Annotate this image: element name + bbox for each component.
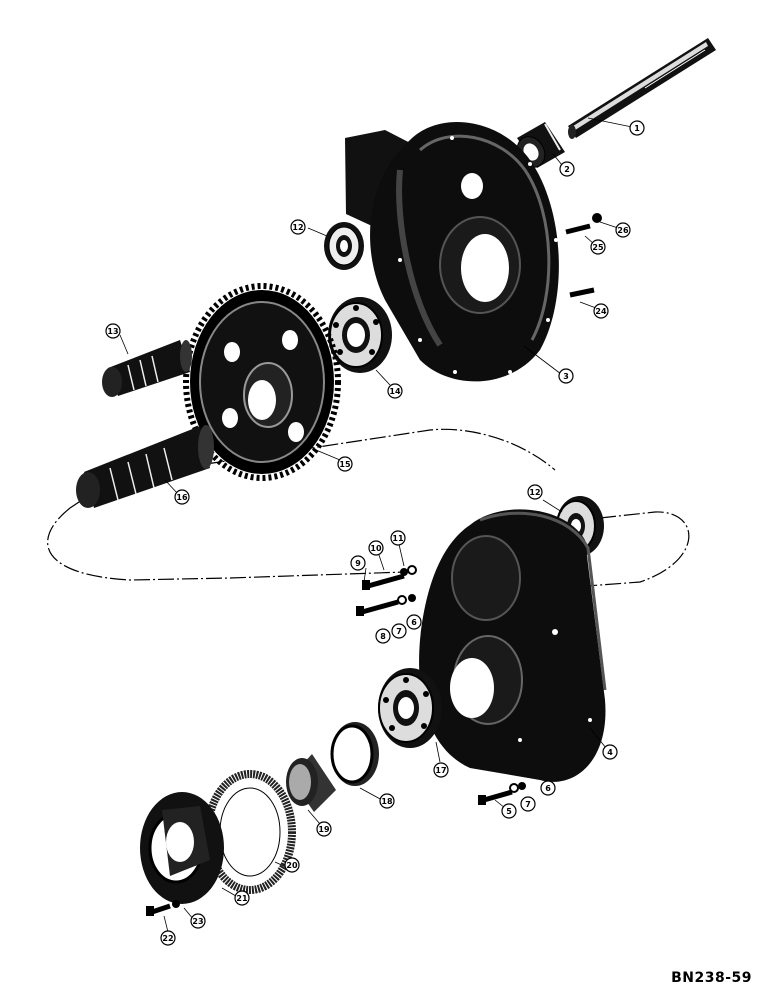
callout-label: 25 [592,243,604,252]
callout-label: 6 [545,784,551,793]
callout-label: 5 [506,807,512,816]
reference-code: BN238-59 [671,970,752,986]
gear-part [183,283,341,481]
callout-lockwasher-mid: 7 [391,623,407,639]
callout-lower-housing: 4 [602,744,618,760]
callout-label: 7 [396,627,402,636]
callout-label: 14 [389,387,401,396]
callout-nut-26: 26 [615,222,631,238]
callout-stud-25: 25 [590,239,606,255]
callout-label: 12 [292,223,303,232]
callout-nut-mid-top: 11 [390,530,406,546]
bearing-upper-part [324,222,364,270]
callout-upper-housing: 3 [558,368,574,384]
callout-label: 3 [563,372,569,381]
callout-race-18: 18 [379,793,395,809]
callout-label: 18 [381,797,393,806]
bearing-14-part [328,297,392,373]
upper-housing-part [345,121,559,382]
callout-label: 12 [529,488,540,497]
pinion-shaft-part [102,340,192,397]
callout-nut-lower-right: 6 [540,780,556,796]
assembly-phantom-line [47,507,406,581]
callout-bearing-17: 17 [433,762,449,778]
callout-stud-24: 24 [593,303,609,319]
callout-label: 26 [617,226,629,235]
shaft-part [568,38,716,139]
callout-label: 9 [355,559,361,568]
callout-label: 19 [318,825,330,834]
callout-label: 7 [525,800,531,809]
callout-label: 17 [435,766,446,775]
callout-label: 15 [339,460,351,469]
callout-label: 22 [162,934,173,943]
studs-part [565,213,602,298]
cover-part [140,792,224,904]
callout-cup-19: 19 [316,821,332,837]
callout-label: 10 [370,544,382,553]
callout-bearing-lower: 12 [527,484,543,500]
callout-pinion-shaft: 13 [105,323,121,339]
callout-label: 8 [380,632,386,641]
callout-output-shaft: 16 [174,489,190,505]
callout-label: 1 [634,124,640,133]
cover-bolt-part [146,900,180,916]
callout-label: 23 [192,917,203,926]
callout-bearing-upper: 12 [290,219,306,235]
bearing-17-part [378,668,442,748]
callout-label: 13 [107,327,118,336]
callout-shaft: 1 [629,120,645,136]
callout-label: 21 [236,894,248,903]
callout-bolt-mid-1: 9 [350,555,366,571]
race-18-part [330,722,379,786]
assembly-phantom-line-right [559,511,690,589]
lower-housing-part [419,509,607,782]
callout-bearing-14: 14 [387,383,403,399]
callout-label: 4 [607,748,613,757]
callout-label: 2 [564,165,570,174]
callout-label: 6 [411,618,417,627]
callout-nut-mid: 6 [406,614,422,630]
cup-19-part [286,754,336,812]
callout-gear: 15 [337,456,353,472]
callout-bolt-mid-2: 8 [375,628,391,644]
callout-lockwasher-lower-right: 7 [520,796,536,812]
callout-washer-cover: 23 [190,913,206,929]
callout-washer-mid: 10 [368,540,384,556]
callout-label: 11 [392,534,404,543]
callout-sleeve: 2 [559,161,575,177]
lower-right-bolts-part [478,782,526,805]
callout-label: 24 [595,307,607,316]
callout-gasket: 20 [284,857,300,873]
output-shaft-part [76,425,214,508]
mid-bolts-part [356,565,417,616]
assembly-phantom-line-top [179,428,556,471]
callout-bolt-lower-right: 5 [501,803,517,819]
callout-label: 16 [176,493,188,502]
callout-bolt-cover: 22 [160,930,176,946]
callout-label: 20 [286,861,298,870]
callout-cover: 21 [234,890,250,906]
